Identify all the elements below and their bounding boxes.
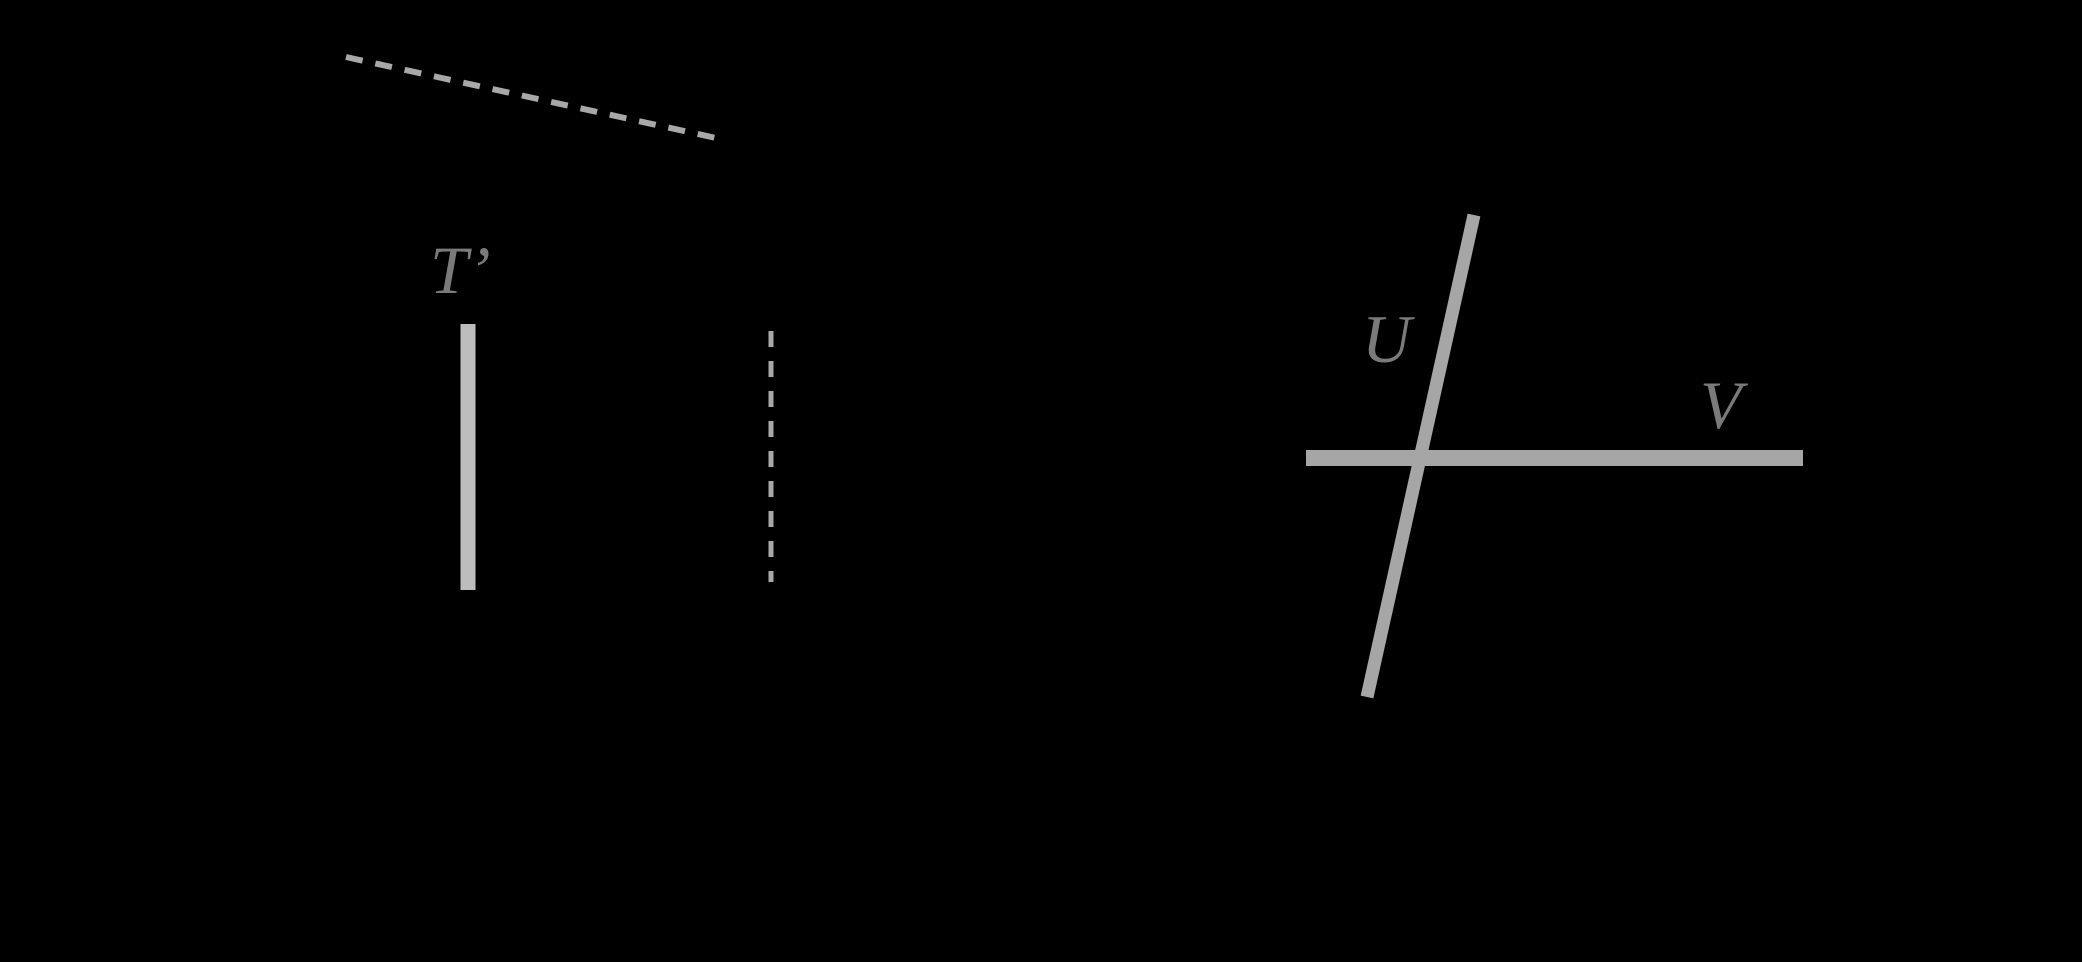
dashed-diagonal-line <box>345 54 717 141</box>
t-prime-label: T’ <box>430 232 490 308</box>
u-line <box>1360 213 1481 699</box>
v-label: V <box>1700 367 1749 443</box>
u-label: U <box>1362 301 1415 377</box>
